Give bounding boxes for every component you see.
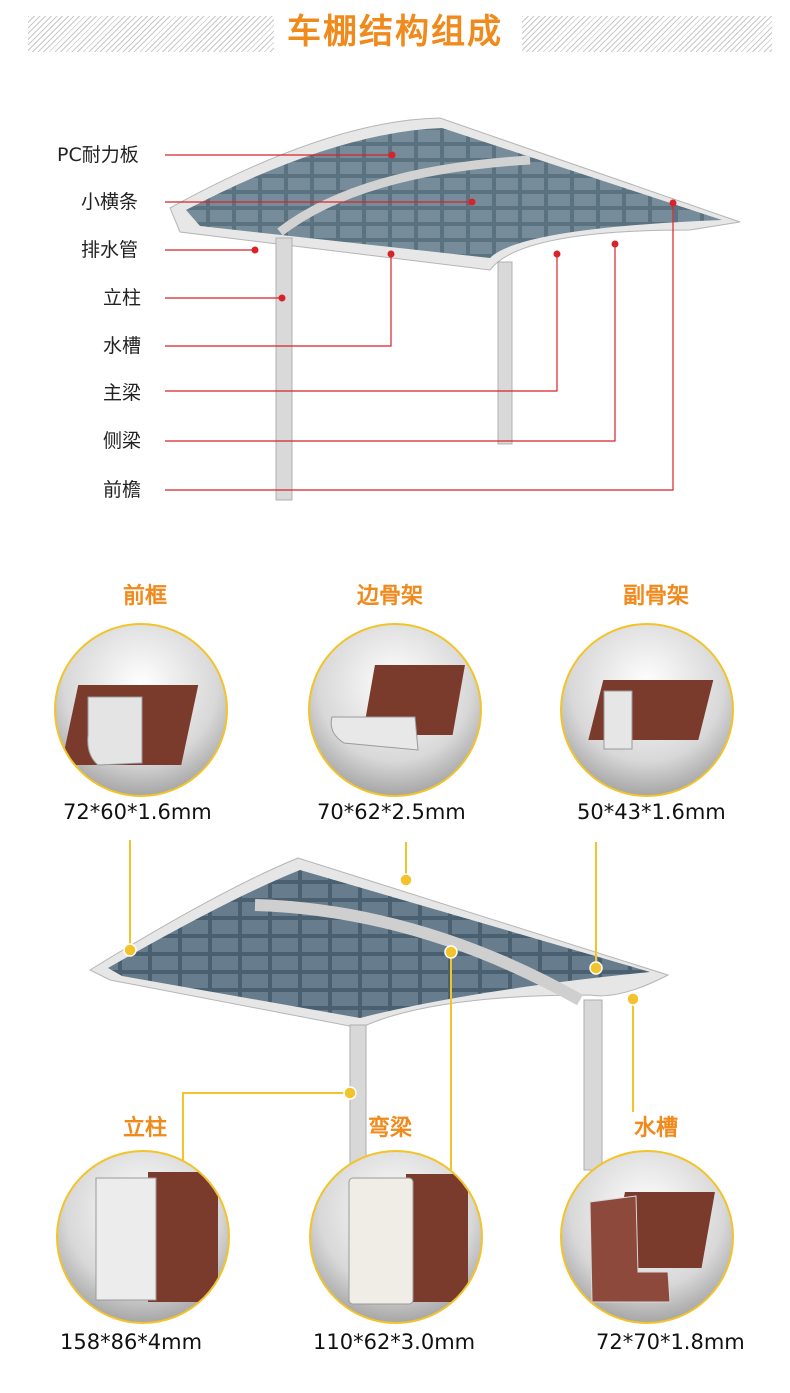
- label-post: 立柱: [103, 287, 142, 309]
- header-hatch-right: [522, 16, 772, 52]
- label-side-beam: 侧梁: [103, 430, 142, 452]
- label-gutter: 水槽: [103, 335, 142, 357]
- dimension-edge-frame: 70*62*2.5mm: [317, 800, 466, 824]
- page-title: 车棚结构组成: [287, 12, 503, 52]
- dimension-curved-beam: 110*62*3.0mm: [313, 1330, 476, 1354]
- edge-frame-profile-image: [308, 623, 482, 797]
- component-title-gutter: 水槽: [633, 1116, 678, 1141]
- dimension-post: 158*86*4mm: [60, 1330, 203, 1354]
- front-frame-profile-image: [54, 623, 228, 797]
- dimension-gutter: 72*70*1.8mm: [596, 1330, 745, 1354]
- header-hatch-left: [28, 16, 274, 52]
- post-profile-image: [56, 1150, 230, 1324]
- label-purlin: 小横条: [81, 191, 139, 213]
- label-drain-pipe: 排水管: [81, 239, 139, 261]
- gutter-profile-image: [560, 1150, 734, 1324]
- dimension-sub-frame: 50*43*1.6mm: [577, 800, 726, 824]
- component-title-post: 立柱: [122, 1116, 167, 1141]
- sub-frame-profile-image: [560, 623, 734, 797]
- component-title-front-frame: 前框: [122, 584, 167, 609]
- component-title-edge-frame: 边骨架: [356, 584, 423, 609]
- component-title-curved-beam: 弯梁: [367, 1116, 412, 1141]
- label-front-eave: 前檐: [103, 479, 142, 501]
- label-main-beam: 主梁: [103, 382, 142, 404]
- curved-beam-profile-image: [309, 1150, 483, 1324]
- carport-structure-diagram: [165, 117, 741, 501]
- component-title-sub-frame: 副骨架: [622, 584, 689, 609]
- dimension-front-frame: 72*60*1.6mm: [63, 800, 212, 824]
- label-pc-panel: PC耐力板: [57, 144, 139, 166]
